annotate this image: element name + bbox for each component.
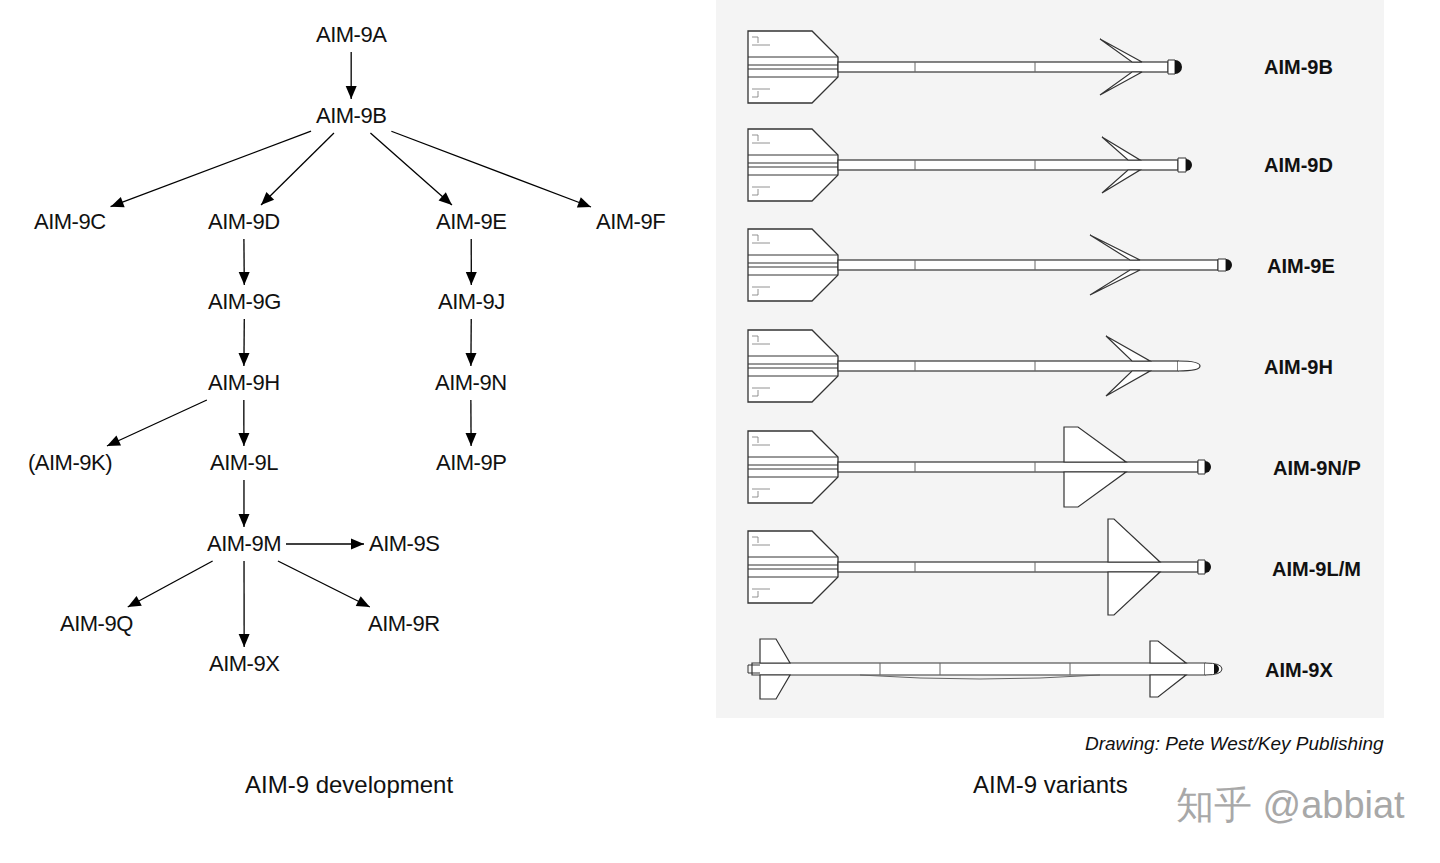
arrow-head-to bbox=[239, 353, 250, 366]
variant-node: AIM-9Q bbox=[57, 609, 136, 639]
variant-name: AIM-9J bbox=[438, 289, 505, 314]
variant-name: AIM-9H bbox=[208, 370, 280, 395]
variant-node: AIM-9E bbox=[433, 207, 509, 237]
variant-node: AIM-9G bbox=[205, 287, 284, 317]
caption-text: AIM-9 development bbox=[245, 771, 453, 799]
variant-label: AIM-9E bbox=[1267, 255, 1335, 278]
variant-name: AIM-9M bbox=[207, 531, 281, 556]
caption-text: AIM-9 variants bbox=[973, 771, 1128, 799]
variant-name: AIM-9B bbox=[316, 103, 386, 128]
arrow-head-to bbox=[238, 514, 249, 527]
variant-label: AIM-9X bbox=[1265, 659, 1333, 682]
development-arrow bbox=[261, 133, 334, 205]
variant-node: AIM-9C bbox=[31, 207, 109, 237]
variant-name: AIM-9P bbox=[436, 450, 506, 475]
variant-node: (AIM-9K) bbox=[25, 448, 115, 478]
variant-node: AIM-9J bbox=[435, 287, 508, 317]
arrow-head-to bbox=[238, 433, 249, 446]
variant-name: AIM-9S bbox=[369, 531, 439, 556]
variant-node: AIM-9X bbox=[206, 649, 282, 679]
development-arrow bbox=[391, 131, 591, 207]
arrow-head-to bbox=[466, 272, 477, 285]
credit-note: Drawing: Pete West/Key Publishing bbox=[1085, 733, 1384, 755]
variant-node: AIM-9H bbox=[205, 368, 283, 398]
variant-node: AIM-9R bbox=[365, 609, 443, 639]
variant-name: AIM-9D bbox=[208, 209, 280, 234]
variant-label: AIM-9D bbox=[1264, 154, 1333, 177]
arrow-head-to bbox=[346, 86, 357, 99]
variant-name: AIM-9A bbox=[316, 22, 386, 47]
arrow-head-to bbox=[465, 353, 476, 366]
variant-node: AIM-9B bbox=[313, 101, 389, 131]
variant-node: AIM-9N bbox=[432, 368, 510, 398]
variant-node: AIM-9L bbox=[207, 448, 281, 478]
variant-node: AIM-9M bbox=[204, 529, 284, 559]
variant-name: (AIM-9K) bbox=[28, 450, 112, 475]
variant-node: AIM-9A bbox=[313, 20, 389, 50]
variant-name: AIM-9R bbox=[368, 611, 440, 636]
variant-name: AIM-9F bbox=[596, 209, 665, 234]
variant-label: AIM-9H bbox=[1264, 356, 1333, 379]
arrow-head-to bbox=[111, 197, 125, 207]
variant-name: AIM-9G bbox=[208, 289, 281, 314]
development-arrow bbox=[370, 133, 452, 205]
arrow-head-to bbox=[107, 436, 121, 446]
arrow-head-to bbox=[239, 272, 250, 285]
variant-name: AIM-9Q bbox=[60, 611, 133, 636]
variant-label: AIM-9L/M bbox=[1272, 558, 1361, 581]
variant-name: AIM-9N bbox=[435, 370, 507, 395]
variant-name: AIM-9L bbox=[210, 450, 278, 475]
development-arrow bbox=[128, 561, 213, 607]
variant-node: AIM-9F bbox=[593, 207, 668, 237]
arrow-head-to bbox=[466, 433, 477, 446]
variant-node: AIM-9S bbox=[366, 529, 442, 559]
variant-node: AIM-9P bbox=[433, 448, 509, 478]
arrow-head-to bbox=[128, 596, 142, 607]
development-arrow bbox=[278, 561, 370, 607]
watermark: 知乎 @abbiat bbox=[1176, 780, 1405, 831]
variant-node: AIM-9D bbox=[205, 207, 283, 237]
variant-name: AIM-9E bbox=[436, 209, 506, 234]
development-arrow bbox=[111, 131, 311, 207]
arrow-head-to bbox=[577, 197, 591, 207]
arrow-head-to bbox=[351, 539, 364, 550]
variant-label: AIM-9N/P bbox=[1273, 457, 1361, 480]
development-arrow bbox=[107, 400, 207, 446]
arrow-head-to bbox=[439, 192, 452, 205]
variant-label: AIM-9B bbox=[1264, 56, 1333, 79]
arrow-head-to bbox=[356, 596, 370, 607]
arrow-head-to bbox=[239, 634, 250, 647]
arrow-head-to bbox=[261, 192, 274, 205]
variant-name: AIM-9X bbox=[209, 651, 279, 676]
variant-name: AIM-9C bbox=[34, 209, 106, 234]
